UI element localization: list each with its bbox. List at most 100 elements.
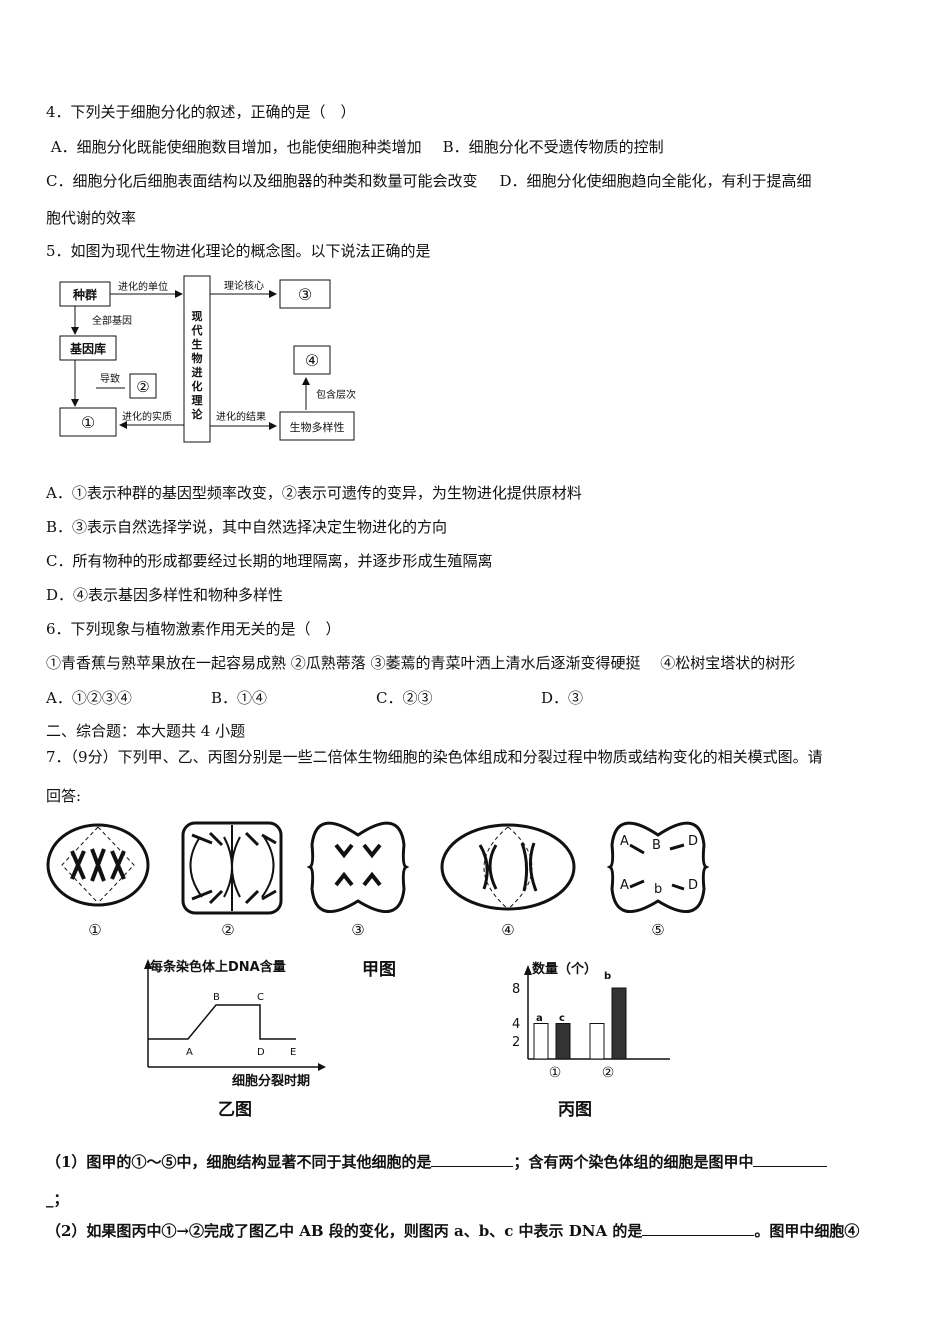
bing-bar-letter-a: a bbox=[536, 1013, 543, 1024]
q7-part1-text-b: ；含有两个染色体组的细胞是图甲中 bbox=[513, 1153, 754, 1171]
bar-c-2 bbox=[611, 987, 627, 1060]
q7-stem-cont: 回答: bbox=[46, 787, 82, 805]
center-char-8: 论 bbox=[192, 407, 204, 421]
q4-options-cd: C．细胞分化后细胞表面结构以及细胞器的种类和数量可能会改变 D．细胞分化使细胞趋向… bbox=[46, 171, 812, 191]
q7-part2-blank[interactable] bbox=[642, 1221, 755, 1236]
q4-options-ab: A．细胞分化既能使细胞数目增加，也能使细胞种类增加 B．细胞分化不受遗传物质的控制 bbox=[46, 137, 664, 157]
yi-point-b: B bbox=[213, 992, 220, 1003]
label-all-genes: 全部基因 bbox=[92, 314, 132, 327]
yi-ylabel: 每条染色体上DNA含量 bbox=[150, 959, 286, 975]
box-c1 bbox=[59, 407, 117, 437]
label-unit: 进化的单位 bbox=[118, 280, 168, 293]
center-char-4: 物 bbox=[192, 351, 203, 365]
bing-title: 丙图 bbox=[558, 1100, 592, 1120]
cell5-letter-1: A bbox=[620, 834, 629, 849]
cell5-letter-2: B bbox=[652, 838, 661, 853]
q7-part2-text-b: 。图甲中细胞④ bbox=[754, 1222, 860, 1240]
q7-stem: 7．（9分）下列甲、乙、丙图分别是一些二倍体生物细胞的染色体组成和分裂过程中物质… bbox=[46, 748, 823, 766]
cell-num-4: ④ bbox=[501, 921, 514, 939]
section-heading: 二、综合题：本大题共 4 小题 bbox=[46, 722, 246, 740]
label-gene-pool: 基因库 bbox=[69, 341, 106, 356]
q7-part1-text-a: （1）图甲的①～⑤中，细胞结构显著不同于其他细胞的是 bbox=[46, 1153, 432, 1171]
bing-bar-letter-c: c bbox=[559, 1013, 565, 1024]
center-char-2: 代 bbox=[191, 323, 203, 337]
cell5-letter-5: b bbox=[654, 882, 662, 897]
q4-option-c: C．细胞分化后细胞表面结构以及细胞器的种类和数量可能会改变 bbox=[46, 172, 478, 190]
bar-a-1 bbox=[533, 1023, 549, 1060]
q7-part1-blank-1[interactable] bbox=[431, 1152, 514, 1167]
label-result: 进化的结果 bbox=[216, 410, 266, 423]
label-c3: ③ bbox=[298, 285, 312, 304]
q5-option-d: D．④表示基因多样性和物种多样性 bbox=[46, 586, 284, 604]
label-c4: ④ bbox=[305, 351, 319, 370]
yi-title: 乙图 bbox=[218, 1100, 252, 1120]
center-char-5: 进 bbox=[192, 365, 203, 379]
jia-title: 甲图 bbox=[362, 960, 396, 980]
bing-tick-8: 8 bbox=[512, 982, 520, 997]
cell5-letter-3: D bbox=[688, 834, 698, 849]
q7-part1-blank-2[interactable] bbox=[753, 1152, 828, 1167]
yi-xlabel: 细胞分裂时期 bbox=[232, 1073, 310, 1089]
bar-c-1 bbox=[555, 1023, 571, 1060]
cell5-letter-4: A bbox=[620, 878, 629, 893]
evolution-concept-diagram: 种群 进化的单位 全部基因 基因库 导致 ② ① 进化的实质 现 代 生 物 进… bbox=[59, 275, 356, 443]
figure-bing-chart: 数量（个） 8 4 2 a c b ① ② 丙图 bbox=[512, 961, 670, 1120]
q7-part2: （2）如果图丙中①→②完成了图乙中 AB 段的变化，则图丙 a、b、c 中表示 … bbox=[46, 1221, 859, 1241]
center-char-7: 理 bbox=[192, 394, 203, 407]
q4-option-b: B．细胞分化不受遗传物质的控制 bbox=[442, 138, 664, 156]
cell-num-3: ③ bbox=[351, 921, 364, 939]
box-c3 bbox=[279, 279, 331, 309]
q6-option-a: A．①②③④ bbox=[46, 689, 132, 707]
box-theory-center bbox=[183, 275, 211, 443]
cell-2 bbox=[181, 821, 283, 915]
box-c2 bbox=[129, 373, 157, 399]
center-char-1: 现 bbox=[192, 310, 203, 323]
center-text: 现 代 生 物 进 化 理 论 bbox=[191, 310, 204, 421]
bing-bar-letter-b: b bbox=[604, 971, 611, 982]
label-c2: ② bbox=[136, 378, 149, 396]
q5-option-c: C．所有物种的形成都要经过长期的地理隔离，并逐步形成生殖隔离 bbox=[46, 552, 493, 570]
q5-option-a: A．①表示种群的基因型频率改变，②表示可遗传的变异，为生物进化提供原材料 bbox=[46, 484, 582, 502]
bar-a-2 bbox=[589, 1023, 605, 1060]
bing-tick-2: 2 bbox=[512, 1035, 520, 1050]
label-core: 理论核心 bbox=[224, 279, 264, 292]
bing-group-1: ① bbox=[549, 1065, 562, 1081]
center-char-3: 生 bbox=[192, 337, 203, 351]
yi-point-d: D bbox=[257, 1047, 265, 1058]
bing-bars bbox=[533, 987, 627, 1060]
q4-stem: 4．下列关于细胞分化的叙述，正确的是（ ） bbox=[46, 103, 356, 121]
yi-point-e: E bbox=[290, 1047, 296, 1058]
yi-line bbox=[148, 1004, 296, 1040]
q6-stem: 6．下列现象与植物激素作用无关的是（ ） bbox=[46, 620, 341, 638]
q6-option-d: D．③ bbox=[541, 689, 584, 707]
bing-ylabel: 数量（个） bbox=[532, 961, 597, 977]
center-char-6: 化 bbox=[192, 379, 203, 393]
bing-group-2: ② bbox=[602, 1065, 615, 1081]
cell-num-5: ⑤ bbox=[651, 921, 664, 939]
yi-point-a: A bbox=[186, 1047, 193, 1058]
box-diversity bbox=[279, 411, 355, 441]
q4-option-a: A．细胞分化既能使细胞数目增加，也能使细胞种类增加 bbox=[50, 138, 422, 156]
q7-part1-end: _； bbox=[46, 1190, 69, 1208]
q4-option-d: D．细胞分化使细胞趋向全能化，有利于提高细 bbox=[499, 172, 812, 190]
yi-point-c: C bbox=[257, 992, 264, 1003]
q6-option-b: B．①④ bbox=[211, 689, 268, 707]
q4-option-d-cont: 胞代谢的效率 bbox=[46, 209, 137, 227]
cell-num-1: ① bbox=[88, 921, 101, 939]
cell-1 bbox=[46, 823, 150, 907]
q5-option-b: B．③表示自然选择学说，其中自然选择决定生物进化的方向 bbox=[46, 518, 448, 536]
cell-5: A B D A b D bbox=[606, 821, 710, 913]
label-c1: ① bbox=[81, 413, 95, 432]
cell-4 bbox=[440, 823, 576, 911]
q6-options: A．①②③④ B．①④ C．②③ D．③ bbox=[46, 688, 583, 708]
label-levels: 包含层次 bbox=[316, 388, 356, 401]
label-essence: 进化的实质 bbox=[122, 410, 172, 423]
q6-items: ①青香蕉与熟苹果放在一起容易成熟 ②瓜熟蒂落 ③萎蔫的青菜叶洒上清水后逐渐变得硬… bbox=[46, 654, 796, 672]
label-zhongqun: 种群 bbox=[72, 287, 97, 302]
box-c4 bbox=[293, 345, 331, 375]
bing-tick-4: 4 bbox=[512, 1017, 520, 1032]
label-leads: 导致 bbox=[100, 372, 120, 385]
q6-option-c: C．②③ bbox=[376, 689, 433, 707]
figure-jia-cells: A B D A b D ① ② ③ ④ ⑤ bbox=[46, 821, 710, 939]
cell-num-2: ② bbox=[221, 921, 234, 939]
